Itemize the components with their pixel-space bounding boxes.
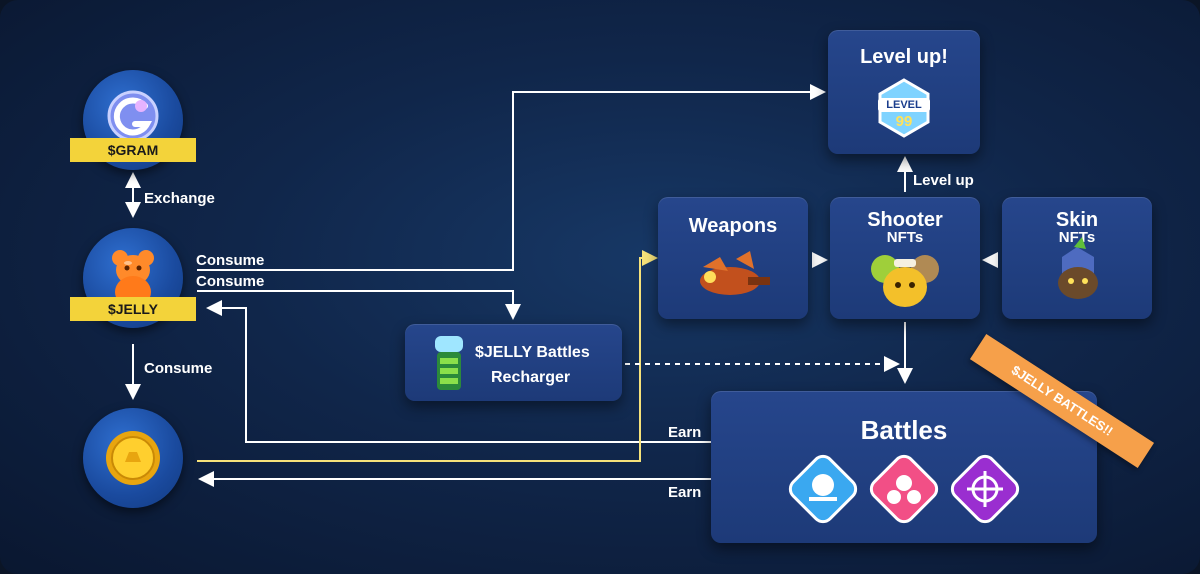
consume-label-left: Consume xyxy=(144,360,213,377)
battles-box: Battles xyxy=(711,391,1097,543)
exchange-label: Exchange xyxy=(144,190,215,207)
crosshair-mode-icon xyxy=(950,454,1020,524)
shooter-title: Shooter xyxy=(867,209,943,231)
recharger-box: $JELLY Battles Recharger xyxy=(405,324,622,401)
gram-logo-icon xyxy=(107,90,159,142)
earn-to-jelly-arrow xyxy=(206,300,711,443)
coin-to-weapons-arrow xyxy=(197,250,658,462)
jelly-label: $JELLY xyxy=(107,301,159,317)
battery-recharger-icon xyxy=(435,336,463,390)
weapons-title: Weapons xyxy=(688,215,778,237)
level-up-title: Level up! xyxy=(860,46,948,68)
consume-label-mid: Consume xyxy=(196,273,265,290)
shooter-nfts-box: Shooter NFTs xyxy=(830,197,980,319)
shooter-characters-icon xyxy=(871,255,939,307)
weapons-box: Weapons xyxy=(658,197,808,319)
skull-crossbones-mode-icon xyxy=(788,454,858,524)
level-badge-icon xyxy=(878,78,930,138)
battle-mode-icons xyxy=(788,454,1020,524)
gram-label: $GRAM xyxy=(107,142,159,158)
gold-coin-token xyxy=(83,408,183,508)
recharger-line1: $JELLY Battles xyxy=(475,344,590,361)
level-up-arrow-label: Level up xyxy=(913,172,974,189)
level-badge-number: 99 xyxy=(895,113,913,130)
level-badge-top-label: LEVEL xyxy=(886,99,922,111)
skin-title: Skin xyxy=(1055,209,1099,231)
consume-to-recharger-arrow xyxy=(197,290,521,320)
consume-to-levelup-arrow xyxy=(197,84,826,271)
level-up-box: Level up! LEVEL 99 xyxy=(828,30,980,154)
gold-coin-icon xyxy=(106,431,160,485)
earn-label-top: Earn xyxy=(668,424,702,441)
battles-title: Battles xyxy=(860,415,948,445)
skin-subtitle: NFTs xyxy=(1058,229,1096,246)
triple-skull-mode-icon xyxy=(869,454,939,524)
consume-label-top: Consume xyxy=(196,252,265,269)
gram-ribbon: $GRAM xyxy=(70,138,196,162)
dragon-weapon-icon xyxy=(700,251,770,295)
shooter-subtitle: NFTs xyxy=(886,229,924,246)
skin-character-icon xyxy=(1058,237,1098,299)
earn-label-bottom: Earn xyxy=(668,484,702,501)
jelly-ribbon: $JELLY xyxy=(70,297,196,321)
skin-nfts-box: Skin NFTs xyxy=(1002,197,1152,319)
recharger-line2: Recharger xyxy=(491,369,571,386)
